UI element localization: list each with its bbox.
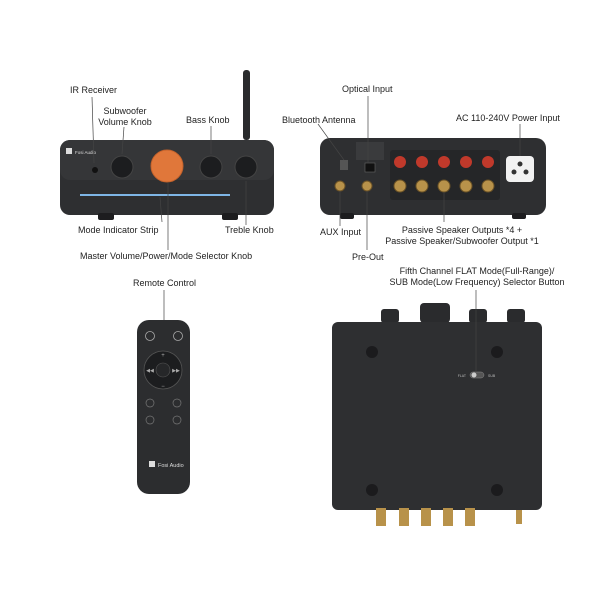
mode-indicator-strip bbox=[80, 194, 230, 196]
svg-text:+: + bbox=[161, 353, 165, 359]
play-pause-button-icon bbox=[155, 362, 171, 378]
switch-label-flat: FLAT bbox=[458, 374, 467, 378]
label-mode-indicator-strip: Mode Indicator Strip bbox=[78, 225, 159, 235]
svg-text:−: − bbox=[161, 384, 165, 390]
master-volume-knob bbox=[150, 149, 184, 183]
rubber-foot bbox=[366, 346, 378, 358]
svg-text:◀◀: ◀◀ bbox=[146, 368, 154, 374]
mute-button-icon bbox=[173, 331, 183, 341]
bottom-view-unit: FLAT SUB bbox=[332, 303, 542, 526]
label-pre-out: Pre-Out bbox=[352, 252, 384, 262]
back-amplifier-unit bbox=[320, 138, 546, 219]
label-ir-receiver: IR Receiver bbox=[70, 85, 118, 95]
ac-power-inlet bbox=[506, 156, 534, 182]
power-button-icon bbox=[145, 331, 155, 341]
foot bbox=[222, 213, 238, 220]
bottom-body bbox=[332, 322, 542, 510]
svg-text:▶▶: ▶▶ bbox=[172, 368, 180, 374]
remote-brand-text: Fosi Audio bbox=[158, 463, 184, 469]
front-amplifier-unit: Fosi Audio bbox=[60, 70, 274, 220]
antenna-connector bbox=[340, 160, 348, 170]
label-speaker-outputs: Passive Speaker Outputs *4 + Passive Spe… bbox=[385, 225, 539, 246]
foot bbox=[98, 213, 114, 220]
treble-knob bbox=[234, 155, 258, 179]
remote-brand-logo-icon bbox=[149, 461, 155, 467]
label-selector-button: Fifth Channel FLAT Mode(Full-Range)/ SUB… bbox=[389, 266, 565, 287]
label-master-knob: Master Volume/Power/Mode Selector Knob bbox=[80, 251, 253, 261]
label-subwoofer-knob: Subwoofer Volume Knob bbox=[98, 106, 152, 127]
rubber-foot bbox=[491, 346, 503, 358]
label-ac-input: AC 110-240V Power Input bbox=[456, 113, 560, 123]
label-bluetooth-antenna: Bluetooth Antenna bbox=[282, 115, 356, 125]
optical-input-port bbox=[364, 162, 376, 173]
rubber-foot bbox=[366, 484, 378, 496]
ir-receiver-window bbox=[92, 167, 98, 173]
aux-input-jack bbox=[334, 180, 346, 192]
rubber-foot bbox=[491, 484, 503, 496]
remote-control: + − ◀◀ ▶▶ Fosi Audio bbox=[137, 320, 190, 494]
subwoofer-volume-knob bbox=[110, 155, 134, 179]
back-leader-lines bbox=[317, 96, 521, 250]
front-brand-text: Fosi Audio bbox=[75, 150, 97, 155]
label-optical-input: Optical Input bbox=[342, 84, 393, 94]
bass-knob bbox=[199, 155, 223, 179]
label-aux-input: AUX Input bbox=[320, 227, 362, 237]
brand-logo-icon bbox=[66, 148, 72, 154]
switch-label-sub: SUB bbox=[488, 374, 496, 378]
front-antenna bbox=[243, 70, 250, 140]
front-leader-lines bbox=[91, 96, 247, 250]
pre-out-jack bbox=[361, 180, 373, 192]
label-treble-knob: Treble Knob bbox=[225, 225, 274, 235]
speaker-terminals bbox=[390, 150, 500, 200]
label-remote-control: Remote Control bbox=[133, 278, 197, 288]
label-bass-knob: Bass Knob bbox=[186, 115, 230, 125]
